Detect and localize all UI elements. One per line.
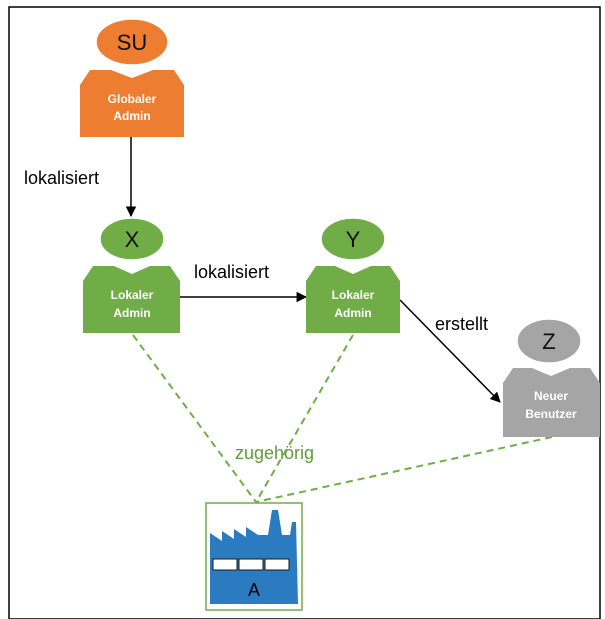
node-z-body	[503, 368, 600, 437]
node-su-line1: Globaler	[108, 92, 157, 106]
node-z-line2: Benutzer	[525, 407, 577, 421]
node-z-line1: Neuer	[534, 389, 568, 403]
node-su: SU Globaler Admin	[80, 18, 184, 137]
factory-icon-building	[210, 510, 298, 604]
node-z-head	[516, 318, 582, 364]
node-x-line2: Admin	[113, 306, 150, 320]
node-y-line1: Lokaler	[332, 288, 375, 302]
diagram-frame	[8, 6, 601, 619]
factory-icon-window-3	[264, 558, 290, 571]
edge-label-y-z: erstellt	[435, 314, 488, 334]
factory-icon: A	[205, 502, 303, 611]
dashed-line-z-to-factory	[255, 436, 553, 503]
node-su-head	[95, 18, 169, 66]
node-su-head-label: SU	[117, 30, 148, 55]
node-y-head-label: Y	[346, 227, 361, 252]
edge-label-su-x: lokalisiert	[24, 168, 99, 188]
arrow-y-to-z	[399, 299, 501, 403]
node-z-head-label: Z	[542, 329, 555, 354]
node-y-body	[306, 266, 400, 333]
node-x-body	[83, 266, 180, 333]
node-su-body	[80, 70, 184, 137]
factory-icon-window-1	[212, 558, 238, 571]
factory-label: A	[248, 580, 260, 600]
belongs-to-lines	[132, 334, 553, 503]
edge-label-x-y: lokalisiert	[194, 262, 269, 282]
dashed-line-x-to-factory	[132, 334, 257, 503]
node-x-head	[99, 217, 165, 261]
node-x-line1: Lokaler	[111, 288, 154, 302]
node-su-line2: Admin	[113, 109, 150, 123]
node-x: X Lokaler Admin	[83, 217, 180, 333]
node-y: Y Lokaler Admin	[306, 217, 400, 333]
node-z: Z Neuer Benutzer	[503, 318, 600, 437]
factory-icon-window-2	[238, 558, 264, 571]
dashed-line-y-to-factory	[255, 334, 354, 503]
node-y-line2: Admin	[334, 306, 371, 320]
edge-label-belongs-to: zugehörig	[235, 443, 314, 463]
node-x-head-label: X	[125, 227, 140, 252]
node-y-head	[320, 217, 386, 261]
